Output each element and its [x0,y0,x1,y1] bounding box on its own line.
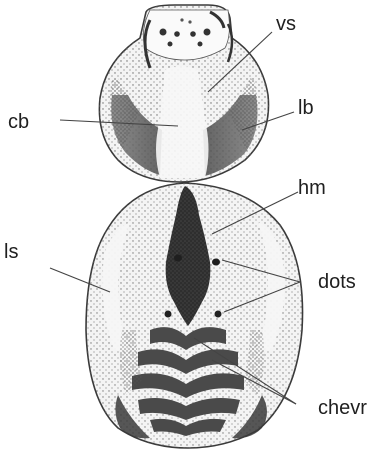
muscle-dot [174,255,182,262]
label-ls: ls [4,241,18,263]
muscle-dot [215,311,222,318]
label-cb: cb [8,111,29,133]
muscle-dot [212,259,220,266]
label-chevr: chevr [318,397,367,419]
abdomen [86,183,303,448]
muscle-dot [165,311,172,318]
label-dots: dots [318,271,356,293]
label-hm: hm [298,177,326,199]
cephalothorax [99,5,268,182]
label-vs: vs [276,13,296,35]
label-lb: lb [298,97,314,119]
